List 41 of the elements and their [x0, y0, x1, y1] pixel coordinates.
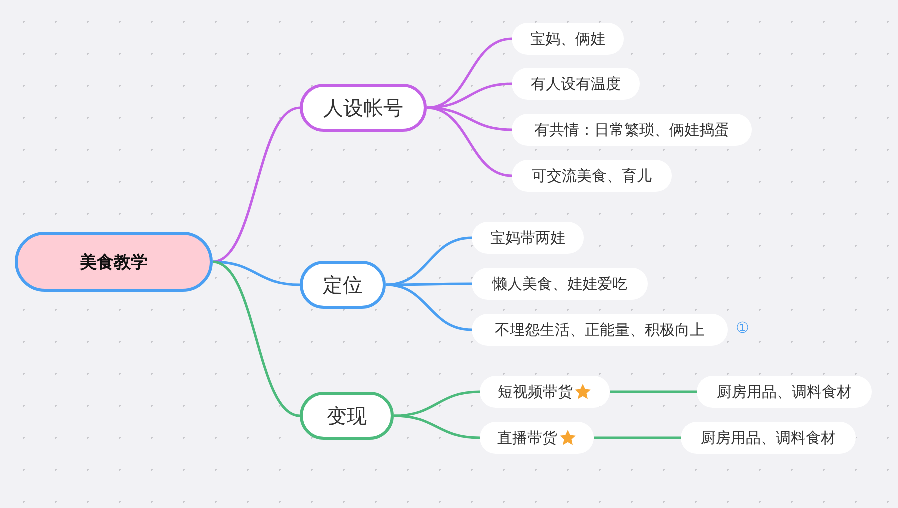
- branch-line: [212, 260, 300, 418]
- topic-text: 直播带货: [498, 428, 558, 448]
- topic-text: 短视频带货: [498, 382, 573, 402]
- topic-text: 不埋怨生活、正能量、积极向上: [495, 320, 705, 340]
- branch-line: [386, 282, 472, 286]
- branch-topic-box: [300, 392, 394, 440]
- subtopic-box: [512, 23, 624, 55]
- central-topic-box: [15, 232, 213, 292]
- branch-line: [426, 82, 512, 110]
- topic-text: 懒人美食、娃娃爱吃: [492, 274, 628, 294]
- branch-line: [426, 106, 512, 178]
- branch-line: [386, 284, 472, 332]
- branch-line: [212, 106, 300, 264]
- topic-text: 定位: [323, 272, 363, 298]
- subtopic-box: [472, 222, 584, 254]
- subtopic-box: [472, 314, 728, 346]
- subtopic-box: [697, 376, 872, 408]
- subtopic-box: [512, 114, 752, 146]
- subtopic-box: [472, 268, 648, 300]
- branch-topic-box: [300, 261, 386, 309]
- subtopic-box: [480, 422, 594, 454]
- topic-text: 变现: [327, 402, 367, 430]
- branch-line: [610, 390, 697, 394]
- marker-number: ①: [736, 319, 750, 337]
- subtopic-box: [512, 160, 672, 192]
- topic-text: 有人设有温度: [531, 74, 621, 94]
- branch-line: [594, 436, 681, 440]
- topic-text: 有共情：日常繁琐、俩娃捣蛋: [534, 120, 730, 140]
- topic-text: 可交流美食、育儿: [532, 166, 652, 186]
- topic-text: 宝妈带两娃: [490, 228, 566, 248]
- topic-text: 人设帐号: [324, 94, 404, 122]
- branch-line: [394, 390, 480, 418]
- subtopic-box: [480, 376, 610, 408]
- topic-text: 厨房用品、调料食材: [717, 382, 852, 402]
- branch-topic-box: [300, 84, 427, 132]
- topic-text: 宝妈、俩娃: [530, 30, 606, 48]
- topic-text: 厨房用品、调料食材: [701, 428, 836, 448]
- subtopic-box: [681, 422, 856, 454]
- subtopic-box: [512, 68, 640, 100]
- branch-line: [394, 414, 480, 440]
- topic-text: 美食教学: [80, 252, 148, 274]
